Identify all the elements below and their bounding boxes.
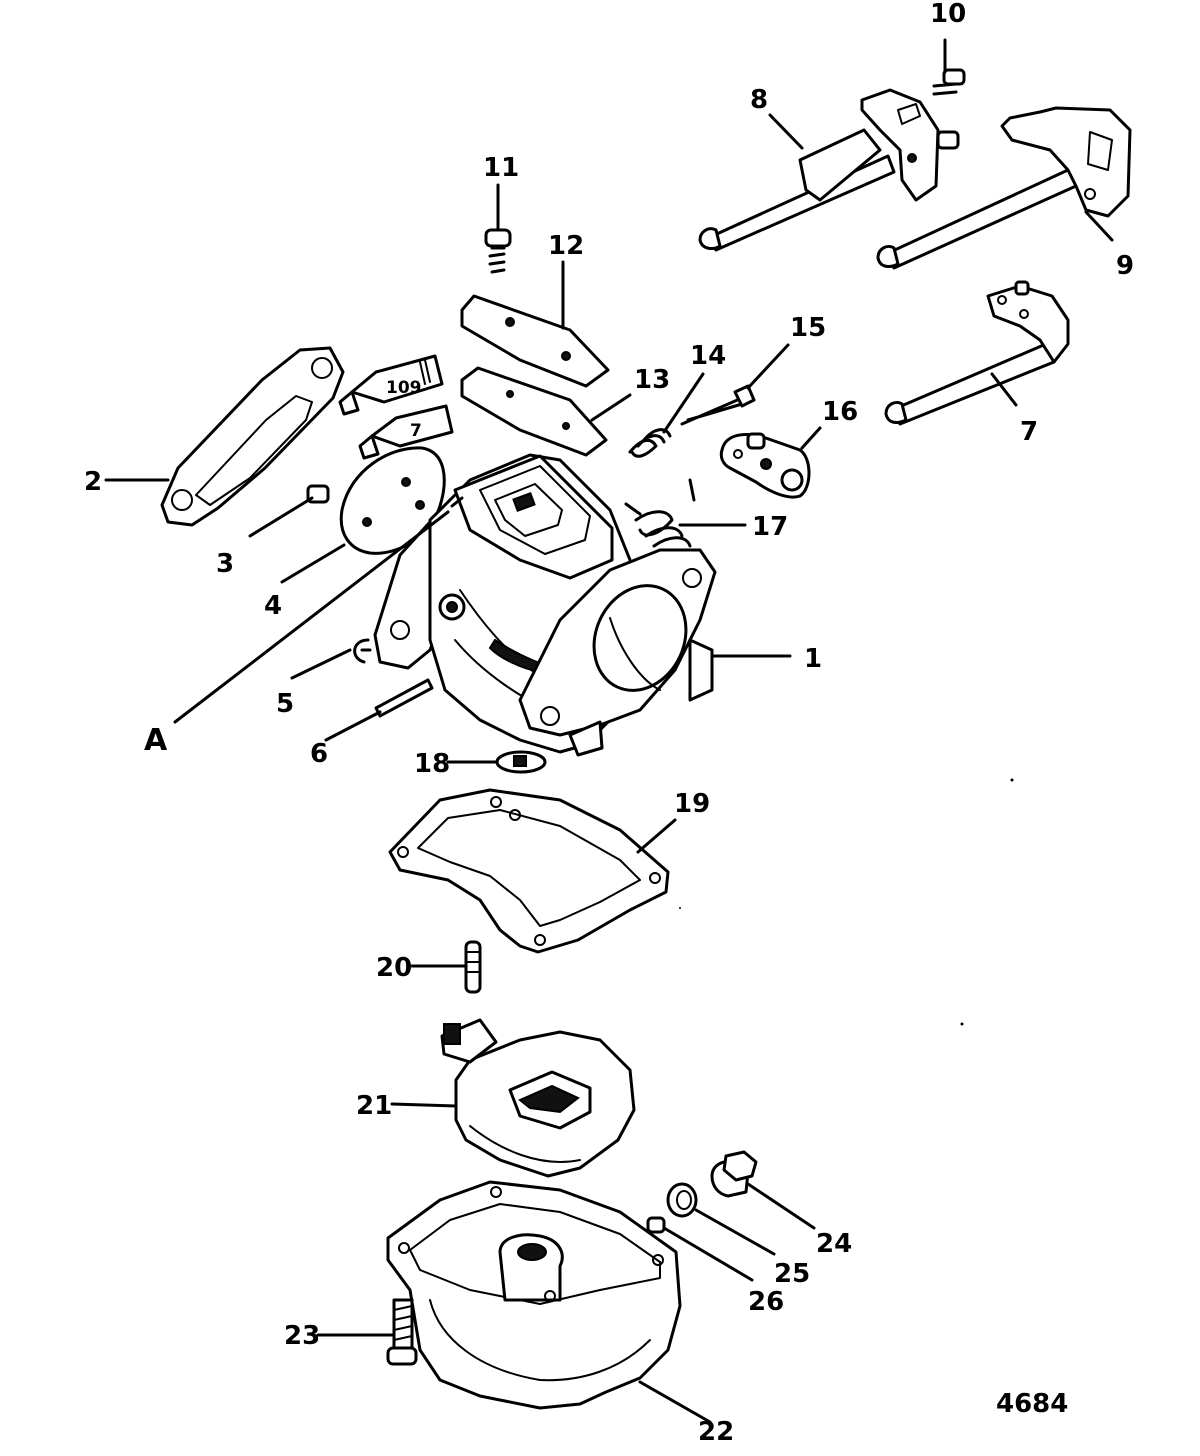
detail-label-a: A (144, 723, 168, 758)
plate-part-12 (460, 294, 610, 388)
sealant-tube-109: 109 (338, 354, 444, 416)
callout-9: 9 (1116, 251, 1134, 281)
callout-22: 22 (698, 1417, 734, 1447)
jet-part-26 (646, 1216, 666, 1234)
shaft-part-7 (884, 280, 1070, 426)
leader-lines (104, 38, 1114, 1424)
tube-label-109: 109 (386, 378, 422, 398)
gasket-part-19 (388, 788, 670, 954)
drain-screw-part-24 (710, 1150, 758, 1198)
sealant-tube-7: 7 (358, 404, 454, 460)
callout-17: 17 (752, 512, 788, 542)
pin-part-6 (374, 678, 434, 718)
disc-part-4 (339, 446, 446, 555)
callout-24: 24 (816, 1229, 852, 1259)
needle-screw-part-15 (680, 384, 756, 426)
callout-7: 7 (1020, 417, 1038, 447)
washer-part-18 (495, 750, 547, 774)
callout-20: 20 (376, 953, 412, 983)
callout-12: 12 (548, 231, 584, 261)
shaft-part-8 (698, 88, 960, 252)
scan-dot (679, 907, 681, 909)
pin-part-20 (464, 940, 482, 994)
callout-3: 3 (216, 549, 234, 579)
callout-8: 8 (750, 85, 768, 115)
callout-16: 16 (822, 397, 858, 427)
scan-dot (1010, 778, 1014, 782)
clip-part-5 (353, 638, 372, 664)
float-part-21 (440, 1018, 636, 1178)
carburetor-body-part-1 (373, 453, 717, 757)
callout-14: 14 (690, 341, 726, 371)
lever-part-16 (719, 432, 811, 499)
callout-11: 11 (483, 153, 519, 183)
plate-part-13 (460, 366, 608, 457)
callout-13: 13 (634, 365, 670, 395)
callout-25: 25 (774, 1259, 810, 1289)
callout-26: 26 (748, 1287, 784, 1317)
callout-5: 5 (276, 689, 294, 719)
callout-15: 15 (790, 313, 826, 343)
callout-1: 1 (804, 644, 822, 674)
spring-part-14 (628, 428, 672, 458)
callout-labels: 1 2 3 4 5 6 7 8 9 10 11 12 13 14 15 16 1… (84, 0, 1134, 1447)
callout-19: 19 (674, 789, 710, 819)
callout-2: 2 (84, 467, 102, 497)
scan-dot (960, 1022, 964, 1026)
washer-part-25 (666, 1182, 698, 1218)
screw-part-11 (484, 228, 512, 274)
shaft-part-9 (876, 106, 1132, 270)
figure-number: 4684 (996, 1389, 1068, 1419)
gasket-part-2 (160, 346, 345, 527)
spring-part-17 (624, 478, 696, 548)
screw-part-23 (386, 1298, 418, 1366)
callout-23: 23 (284, 1321, 320, 1351)
callout-4: 4 (264, 591, 282, 621)
tube-label-7: 7 (410, 421, 422, 441)
float-bowl-part-22 (386, 1180, 682, 1410)
callout-10: 10 (930, 0, 966, 29)
callout-6: 6 (310, 739, 328, 769)
screw-part-10 (932, 68, 966, 96)
callout-21: 21 (356, 1091, 392, 1121)
callout-18: 18 (414, 749, 450, 779)
